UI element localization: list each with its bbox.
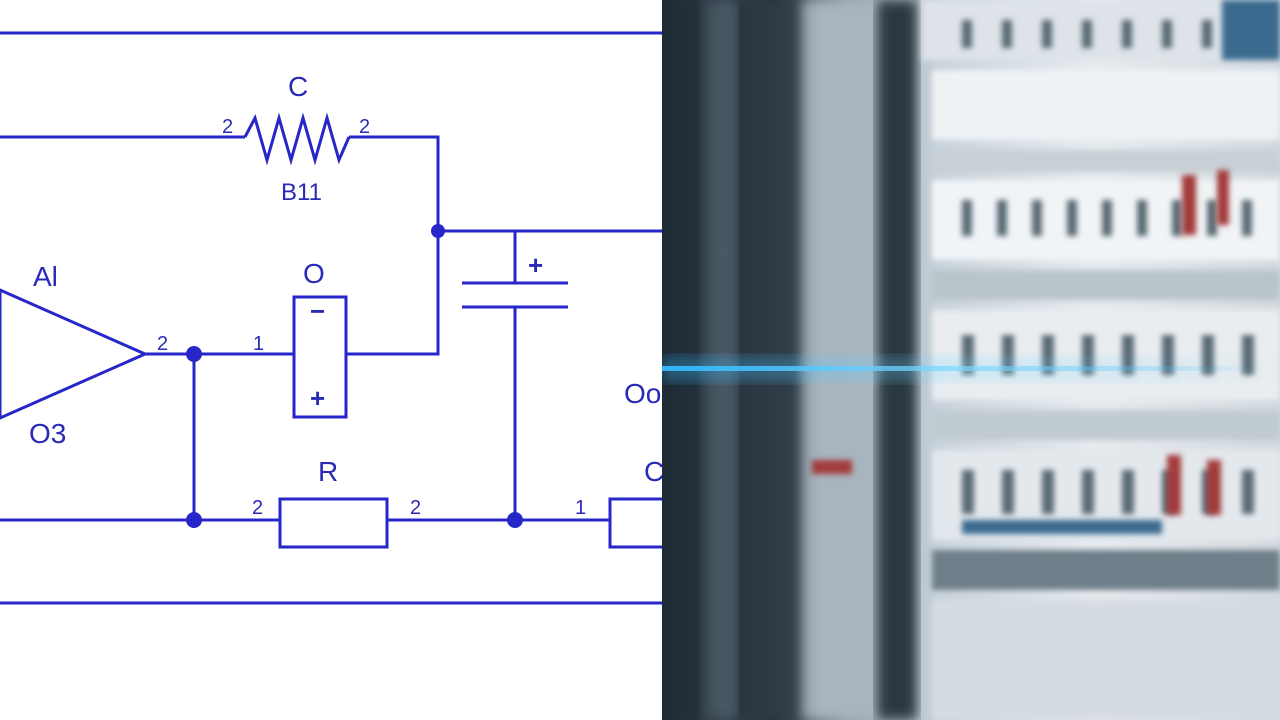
light-beam (662, 366, 1262, 371)
junction-dot-bottom-right (507, 512, 523, 528)
pin-rbot-right: 2 (410, 497, 421, 519)
circuit-schematic: C B11 Al O3 O R Oo C 2 2 2 1 2 2 1 − + + (0, 31, 662, 605)
bottom-resistor-box (278, 497, 389, 549)
label-resistor-top: C (288, 71, 308, 102)
pin-comp-in: 1 (253, 333, 264, 355)
label-amp-bottom: O3 (29, 418, 66, 449)
junction-dot-bottom-left (186, 512, 202, 528)
amplifier-triangle (0, 288, 149, 420)
breaker-rows (922, 0, 1280, 720)
sign-comp-minus: − (310, 296, 325, 326)
pin-rtop-left: 2 (222, 116, 233, 138)
electrical-cabinet-photo (662, 0, 1280, 720)
label-resistor-bottom: R (318, 456, 338, 487)
blue-terminal-accents (962, 0, 1280, 534)
pin-rtop-right: 2 (359, 116, 370, 138)
sign-cap-plus: + (528, 250, 543, 280)
photo-canvas (662, 0, 1280, 720)
schematic-canvas: C B11 Al O3 O R Oo C 2 2 2 1 2 2 1 − + + (0, 31, 662, 605)
sign-comp-plus: + (310, 383, 325, 413)
label-amp-top: Al (33, 261, 58, 292)
polarized-component-box (292, 295, 348, 419)
pin-rbot-left: 2 (252, 497, 263, 519)
label-right-top: Oo (624, 378, 661, 409)
right-edge-box (608, 497, 662, 549)
top-resistor-zigzag (243, 112, 351, 166)
pin-amp-out: 2 (157, 333, 168, 355)
pin-right-box-in: 1 (575, 497, 586, 519)
label-right-bottom: C (644, 456, 662, 487)
feedback-wire (346, 135, 440, 356)
label-component-mid: O (303, 258, 325, 289)
label-resistor-top-sub: B11 (281, 179, 322, 206)
